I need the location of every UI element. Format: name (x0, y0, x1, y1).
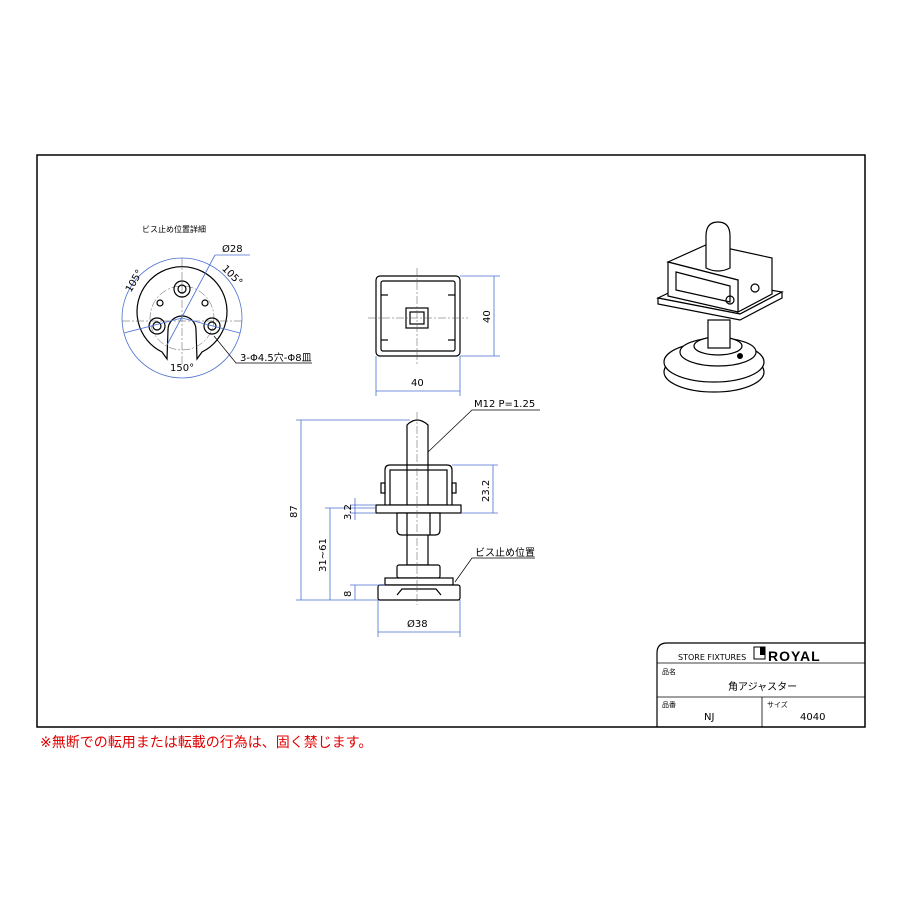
screw-position-label: ビス止め位置 (475, 546, 535, 559)
top-view: 40 40 (368, 268, 500, 396)
detail-angle-bottom: 150° (170, 363, 194, 374)
base-height-dim: 8 (343, 591, 354, 597)
top-height-dim: 40 (482, 310, 493, 323)
total-height-dim: 87 (289, 505, 300, 518)
name-label: 品名 (662, 667, 676, 676)
title-block: STORE FIXTURES ROYAL 品名 角アジャスター 品番 NJ サイ… (656, 642, 865, 727)
drawing-frame (36, 154, 866, 728)
isometric-view (656, 221, 784, 393)
screw-position-detail: ビス止め位置詳細 Ø28 105° 105° 150° 3-Φ4.5穴-Φ8皿 (121, 224, 312, 379)
side-view: 87 31~61 3.2 8 23.2 Ø38 M12 P=1.25 ビス止め位… (289, 399, 540, 637)
product-code: NJ (704, 712, 714, 723)
bracket-height-dim: 23.2 (481, 480, 492, 502)
brand-name: ROYAL (768, 648, 821, 664)
detail-diameter: Ø28 (222, 243, 243, 255)
thread-spec: M12 P=1.25 (474, 399, 535, 410)
code-label: 品番 (662, 701, 676, 709)
product-name: 角アジャスター (728, 681, 797, 693)
store-fixtures-label: STORE FIXTURES (678, 653, 746, 662)
size-label: サイズ (767, 700, 788, 709)
adjust-range-dim: 31~61 (318, 538, 329, 572)
base-diameter-dim: Ø38 (407, 618, 428, 630)
detail-holes-note: 3-Φ4.5穴-Φ8皿 (240, 351, 312, 364)
product-size: 4040 (800, 712, 825, 723)
copyright-warning: ※無断での転用または転載の行為は、固く禁じます。 (40, 735, 373, 751)
flange-thickness-dim: 3.2 (343, 504, 354, 520)
top-width-dim: 40 (411, 378, 424, 389)
detail-title: ビス止め位置詳細 (142, 224, 206, 234)
